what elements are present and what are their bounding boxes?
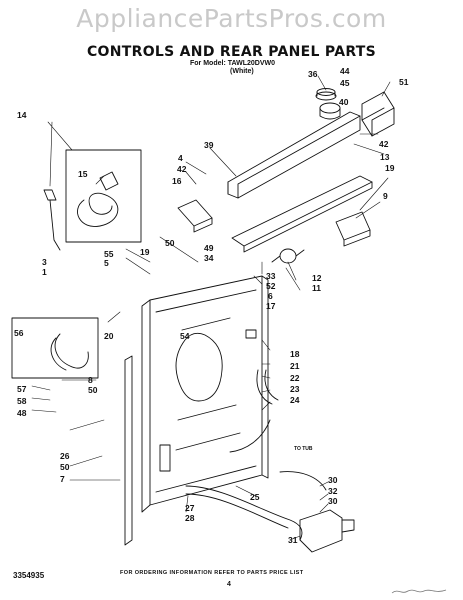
callout: 31 — [288, 535, 298, 545]
callout: 54 — [180, 331, 190, 341]
callout: 45 — [340, 78, 350, 88]
timer-knob — [315, 88, 337, 101]
side-rail — [124, 355, 133, 546]
watermark: AppliancePartsPros.com — [76, 4, 387, 33]
callout: 42 — [379, 139, 389, 149]
signature-mark — [391, 589, 447, 594]
callout: 14 — [17, 110, 27, 120]
callout: 36 — [308, 69, 318, 79]
console-panel — [227, 111, 361, 199]
callout: 18 — [290, 349, 300, 359]
rear-panel — [141, 275, 269, 513]
callout: 17 — [266, 301, 276, 311]
callout: 19 — [140, 247, 150, 257]
callout: 32 — [328, 486, 338, 496]
ordering-note: FOR ORDERING INFORMATION REFER TO PARTS … — [120, 570, 304, 576]
model-line: For Model: TAWL20DVW0 — [190, 60, 276, 67]
callout: 4 — [178, 153, 183, 163]
callout: 5 — [104, 258, 109, 268]
callout: 21 — [290, 361, 300, 371]
callout: 44 — [340, 66, 350, 76]
bracket-16 — [177, 199, 213, 233]
pump-assembly — [185, 419, 355, 553]
callout: 56 — [14, 328, 24, 338]
callout: 33 — [266, 271, 276, 281]
callout: 55 — [104, 249, 114, 259]
document-number: 3354935 — [13, 571, 45, 580]
callout: 6 — [268, 291, 273, 301]
callout: 28 — [185, 513, 195, 523]
power-cord — [65, 149, 142, 243]
page-title: CONTROLS AND REAR PANEL PARTS — [86, 44, 377, 60]
callout: 34 — [204, 253, 214, 263]
callout: 42 — [177, 164, 187, 174]
to-tub-note: TO TUB — [294, 446, 313, 452]
callout: 15 — [78, 169, 88, 179]
timer — [319, 102, 341, 120]
callout: 30 — [328, 475, 338, 485]
callout: 3 — [42, 257, 47, 267]
callout: 26 — [60, 451, 70, 461]
callout: 30 — [328, 496, 338, 506]
water-valve — [271, 248, 305, 264]
page-number: 4 — [227, 581, 231, 588]
callout: 39 — [204, 140, 214, 150]
callout: 23 — [290, 384, 300, 394]
model-variant: (White) — [230, 68, 254, 75]
callout: 24 — [290, 395, 300, 405]
callout: 16 — [172, 176, 182, 186]
callout: 22 — [290, 373, 300, 383]
inlet-hose — [43, 189, 279, 405]
callout: 9 — [383, 191, 388, 201]
callout: 57 — [17, 384, 27, 394]
callout: 13 — [380, 152, 390, 162]
callout: 40 — [339, 97, 349, 107]
callout: 20 — [104, 331, 114, 341]
switch-9 — [335, 211, 371, 247]
callout: 25 — [250, 492, 260, 502]
callout: 8 — [88, 375, 93, 385]
drain-hose-kit — [11, 317, 99, 379]
callout: 27 — [185, 503, 195, 513]
callout: 51 — [399, 77, 409, 87]
callout: 12 — [312, 273, 322, 283]
callout: 50 — [60, 462, 70, 472]
callout: 58 — [17, 396, 27, 406]
callout: 7 — [60, 474, 65, 484]
callout: 52 — [266, 281, 276, 291]
callout: 50 — [165, 238, 175, 248]
switch-bracket — [361, 91, 395, 137]
leader-lines — [31, 75, 391, 541]
callout: 19 — [385, 163, 395, 173]
callout: 48 — [17, 408, 27, 418]
callout: 1 — [42, 267, 47, 277]
callout: 11 — [312, 283, 321, 293]
callout: 50 — [88, 385, 98, 395]
console-back — [231, 175, 373, 253]
callout: 49 — [204, 243, 214, 253]
